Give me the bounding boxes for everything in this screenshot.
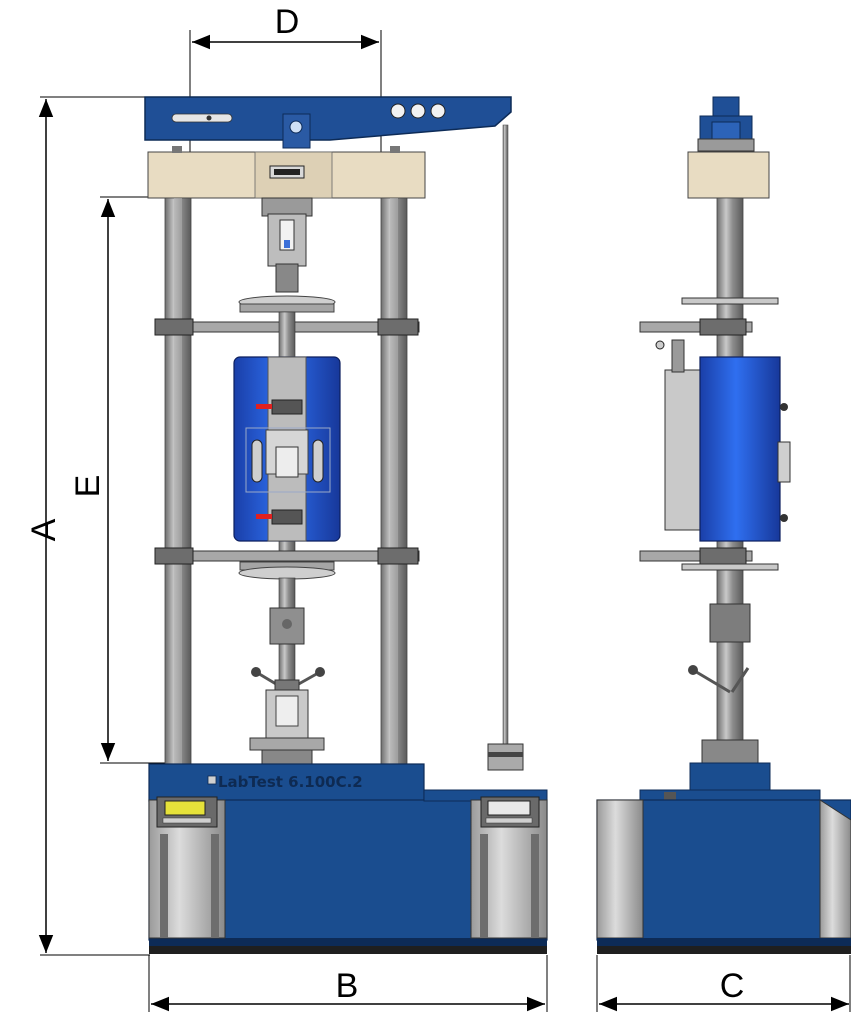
columns [164,197,408,765]
dimension-d-label: D [275,3,300,41]
dimension-b: B [148,955,548,1012]
dimension-e: E [69,196,165,764]
dimension-c: C [596,955,851,1012]
lower-grip [249,577,325,765]
base-top: LabTest 6.100C.2 [148,763,425,802]
dimension-d: D [189,3,382,160]
side-base [596,762,851,954]
brand-text: LabTest 6.100C.2 [218,773,363,791]
lower-tie-bar [154,547,420,565]
dimension-e-label: E [69,475,107,498]
side-chamber [655,339,791,542]
dimension-c-label: C [720,967,745,1005]
dimension-b-label: B [336,967,359,1005]
guide-rod [487,124,524,771]
upper-platen [238,295,336,313]
side-view [596,96,851,954]
dimension-a: A [25,96,150,956]
side-lower-platen [639,547,779,571]
upper-grip [261,197,313,293]
right-control-panel [470,796,548,939]
lower-platen [238,561,336,580]
left-control-panel [148,796,226,939]
crosshead [147,146,426,199]
side-lower-grip [688,603,759,765]
dimension-a-label: A [25,518,63,541]
side-upper-platen [639,297,779,336]
side-top-clamp [697,96,755,152]
front-view: LabTest 6.100C.2 [144,96,548,954]
environmental-chamber [233,356,341,542]
top-frame [144,96,512,149]
side-crosshead [687,151,770,199]
